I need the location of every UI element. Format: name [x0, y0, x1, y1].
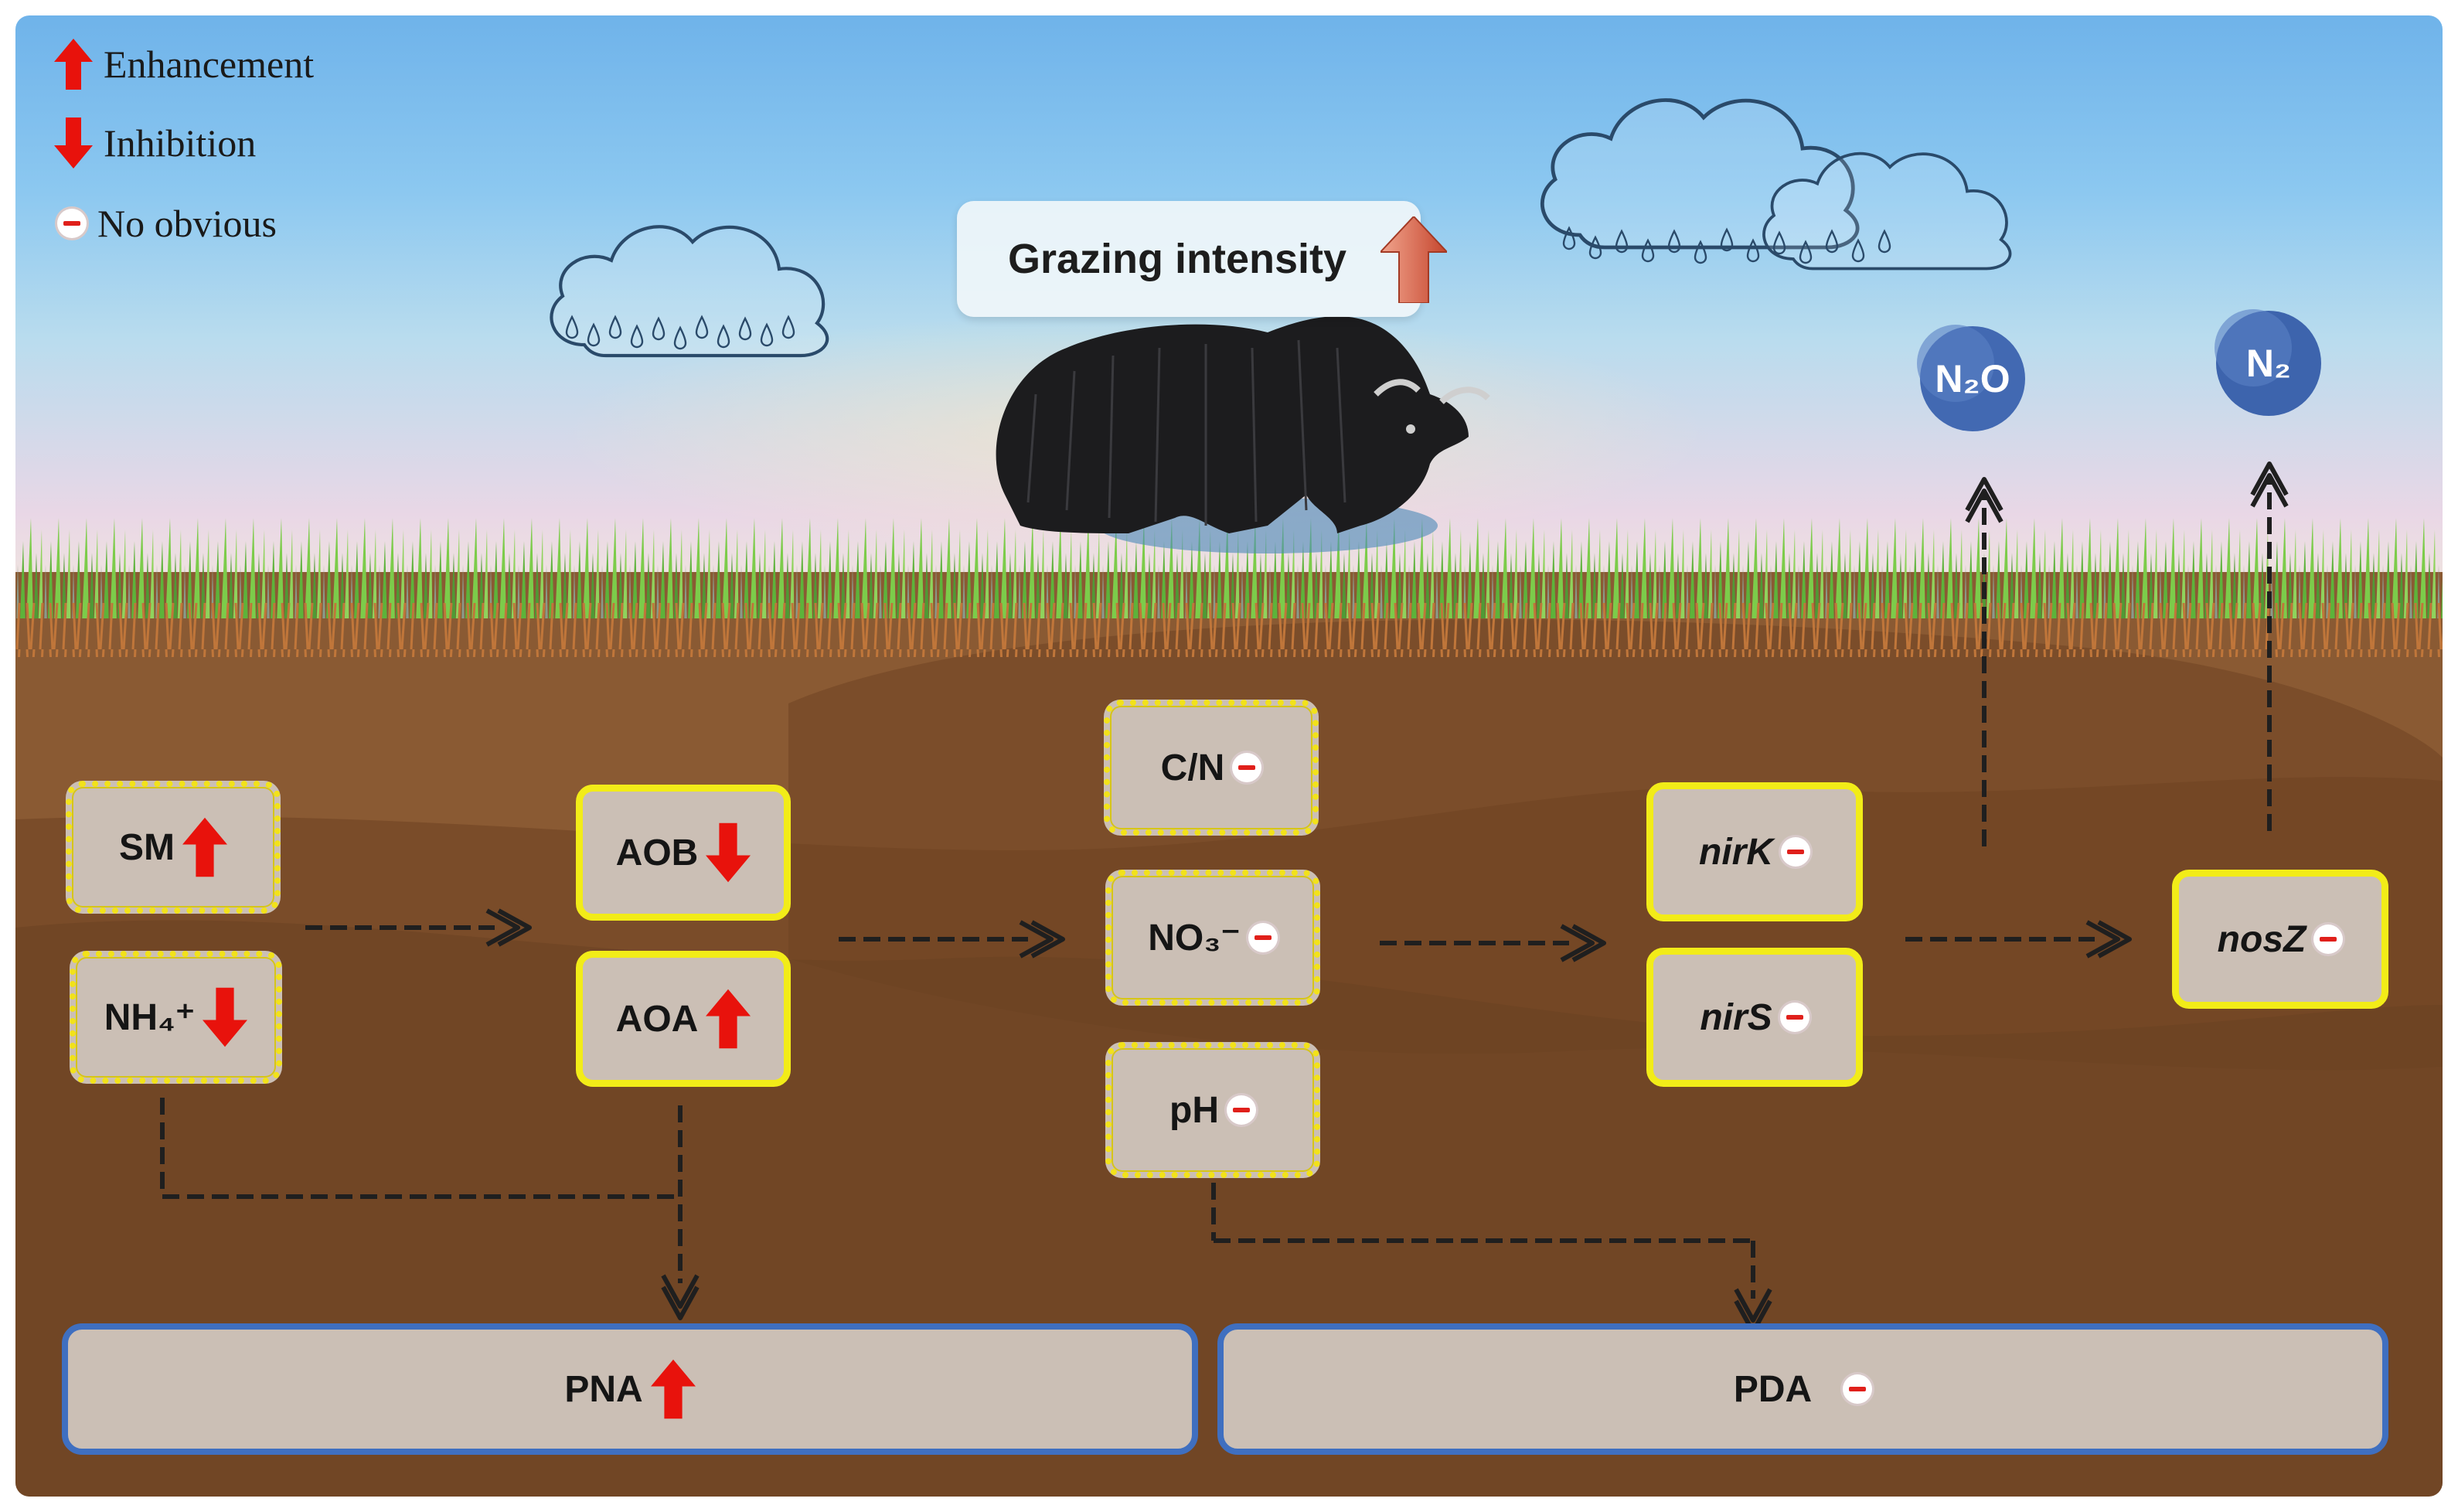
- legend-label-inhibition: Inhibition: [104, 121, 257, 165]
- up-arrow-icon: [1380, 216, 1447, 303]
- node-pna-label: PNA: [564, 1368, 643, 1410]
- minus-circle-icon: [57, 209, 87, 238]
- node-pda-label: PDA: [1733, 1368, 1813, 1410]
- node-nirk: nirK: [1646, 782, 1863, 921]
- minus-circle-icon: [1779, 1003, 1809, 1032]
- arrowhead-up-n2o: [1965, 477, 2004, 523]
- dashed-connectors: [160, 479, 2272, 1299]
- red-down-arrow-icon: [203, 987, 248, 1047]
- red-up-arrow-icon: [706, 989, 751, 1049]
- node-nirk-label: nirK: [1699, 831, 1773, 873]
- minus-circle-icon: [1781, 837, 1810, 867]
- arrowhead-right-1: [485, 908, 532, 947]
- node-ph: pH: [1105, 1042, 1320, 1178]
- arrowhead-down-pna: [661, 1274, 700, 1320]
- node-nh4: NH₄⁺: [70, 951, 282, 1084]
- node-no3: NO₃⁻: [1105, 870, 1320, 1006]
- node-aoa-label: AOA: [615, 998, 699, 1040]
- node-aoa: AOA: [576, 951, 791, 1087]
- minus-circle-icon: [1232, 753, 1262, 782]
- node-cn-label: C/N: [1160, 747, 1225, 788]
- minus-circle-icon: [1248, 923, 1278, 952]
- red-down-arrow-icon: [706, 822, 751, 883]
- minus-circle-icon: [1226, 1095, 1256, 1125]
- legend-item-no-obvious: No obvious: [57, 201, 277, 246]
- node-sm: SM: [66, 781, 281, 914]
- node-cn: C/N: [1104, 700, 1319, 836]
- red-down-arrow-icon: [54, 117, 93, 169]
- arrowhead-right-4: [2085, 920, 2132, 959]
- node-no3-label: NO₃⁻: [1148, 918, 1241, 959]
- n2-text: N₂: [2245, 342, 2292, 385]
- arrowhead-right-2: [1019, 920, 1065, 959]
- red-up-arrow-icon: [54, 39, 93, 90]
- node-sm-label: SM: [119, 826, 175, 868]
- n2-gas-icon: [2215, 309, 2321, 416]
- legend-label-no-obvious: No obvious: [97, 202, 277, 245]
- node-pda: PDA: [1217, 1323, 2388, 1455]
- legend-item-inhibition: Inhibition: [54, 117, 256, 169]
- red-up-arrow-icon: [650, 1359, 696, 1419]
- connector-arrowheads: [485, 461, 2289, 1334]
- node-nirs: nirS: [1646, 948, 1863, 1087]
- n2o-label: N₂O: [1920, 326, 2025, 431]
- n2-label: N₂: [2216, 311, 2321, 416]
- legend-label-enhancement: Enhancement: [104, 43, 315, 86]
- node-nosz: nosZ: [2172, 870, 2388, 1009]
- minus-circle-icon: [2313, 925, 2344, 954]
- node-aob-label: AOB: [615, 832, 699, 873]
- legend-item-enhancement: Enhancement: [54, 39, 314, 90]
- grazing-intensity-label: Grazing intensity: [957, 201, 1421, 317]
- node-pna: PNA: [62, 1323, 1198, 1455]
- node-aob: AOB: [576, 785, 791, 921]
- grass-strip: [15, 510, 2443, 657]
- node-ph-label: pH: [1169, 1089, 1219, 1131]
- yak-illustration: [996, 316, 1490, 553]
- n2o-text: N₂O: [1935, 357, 2010, 400]
- node-nh4-label: NH₄⁺: [104, 997, 196, 1038]
- minus-circle-icon: [1843, 1374, 1873, 1404]
- arrowhead-right-3: [1560, 924, 1606, 962]
- red-up-arrow-icon: [182, 817, 227, 877]
- arrowhead-up-n2: [2250, 461, 2289, 508]
- node-nirs-label: nirS: [1700, 996, 1772, 1038]
- title-text: Grazing intensity: [1008, 236, 1347, 282]
- node-nosz-label: nosZ: [2217, 918, 2307, 960]
- n2o-gas-icon: [1917, 325, 2025, 431]
